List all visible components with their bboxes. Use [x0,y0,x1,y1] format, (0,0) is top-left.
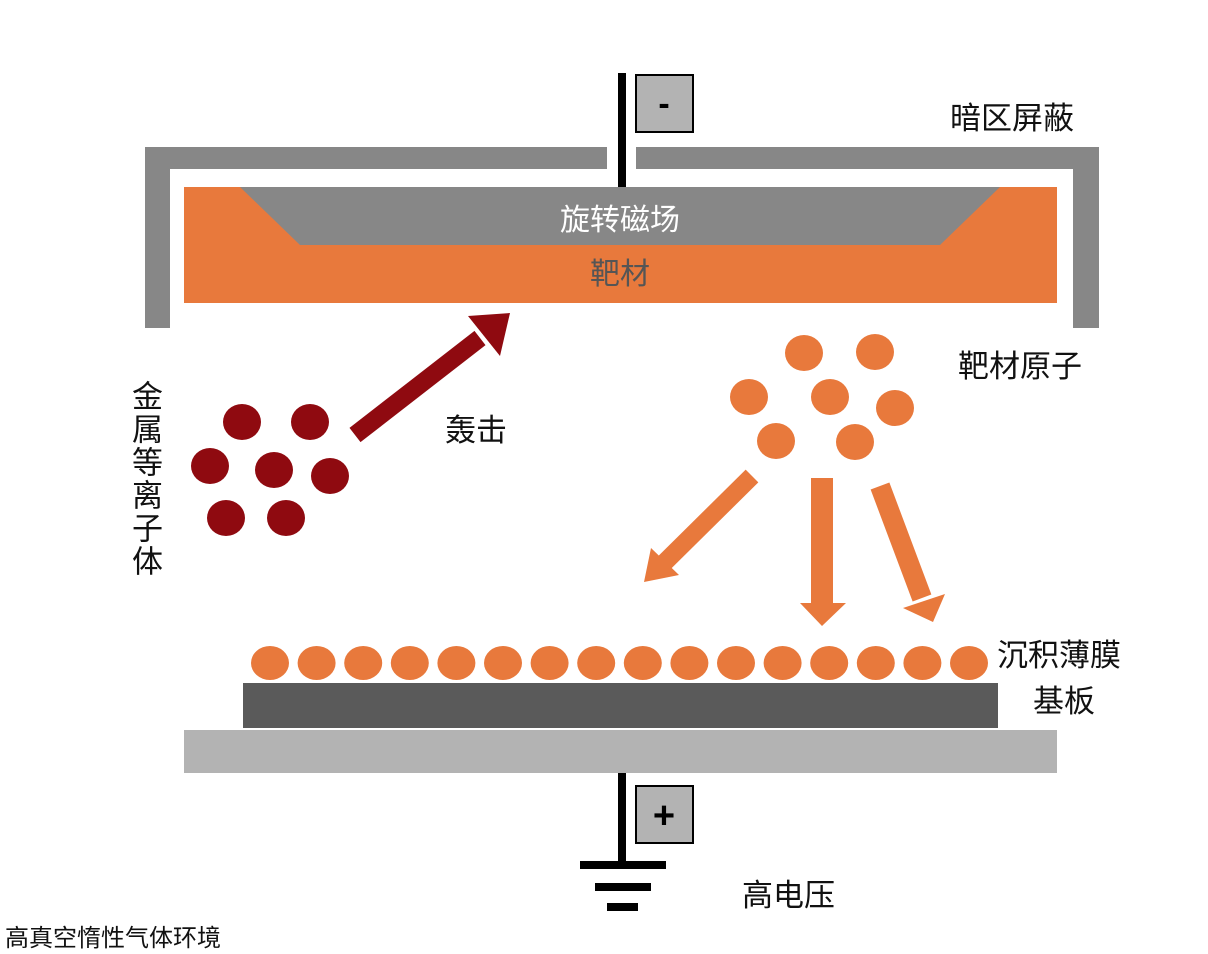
metal-ion [207,500,245,536]
target-label: 靶材 [590,257,650,292]
film-atom [623,646,662,680]
target-atom [856,334,894,370]
film-atom [530,646,569,680]
atom-arrow-down [800,478,846,626]
minus-terminal [635,74,694,133]
deposited-film-label: 沉积薄膜 [997,638,1121,674]
plus-terminal [635,785,694,844]
dark-shield-label: 暗区屏蔽 [950,101,1074,137]
environment-label: 高真空惰性气体环境 [5,924,221,952]
metal-ion [223,404,261,440]
target-atoms [730,334,914,460]
cathode-wire [618,73,626,189]
film-atom [903,646,942,680]
bombard-arrow [349,313,510,443]
target-atom [876,390,914,426]
bombard-label: 轰击 [445,413,507,449]
atom-arrow-left [644,469,759,582]
metal-ions [191,404,349,536]
substrate-label: 基板 [1033,684,1095,720]
substrate-base [184,730,1057,773]
target-atoms-label: 靶材原子 [958,349,1082,385]
film-atom [856,646,895,680]
rotating-magnet [240,187,1000,245]
film-atom [670,646,709,680]
film-atom [950,646,988,680]
substrate [243,683,998,728]
film-atom [251,646,289,680]
atom-arrow-right [870,482,945,622]
metal-ion [291,404,329,440]
target-atom [785,335,823,371]
dark-shield-left [145,147,607,328]
target-atom [836,424,874,460]
metal-ion [311,458,349,494]
high-voltage-label: 高电压 [742,878,835,914]
rotating-magnet-label: 旋转磁场 [560,203,680,238]
deposited-film [251,646,988,680]
plus-sign: + [653,795,675,837]
metal-ion [267,500,305,536]
film-atom [717,646,755,680]
dark-shield-right [636,147,1099,328]
film-atom [297,646,336,680]
metal-ion [255,452,293,488]
film-atom [390,646,429,680]
metal-ion [191,448,229,484]
film-atom [763,646,802,680]
film-atom [484,646,522,680]
target-atom [757,423,795,459]
anode-wire [618,773,626,865]
film-atom [437,646,476,680]
ground-icon [580,861,666,911]
target-atom [730,379,768,415]
minus-sign: - [658,85,669,123]
target-atom [811,379,849,415]
film-atom [810,646,849,680]
film-atom [577,646,616,680]
film-atom [344,646,383,680]
metal-plasma-label: 金属等离子体 [126,380,162,578]
